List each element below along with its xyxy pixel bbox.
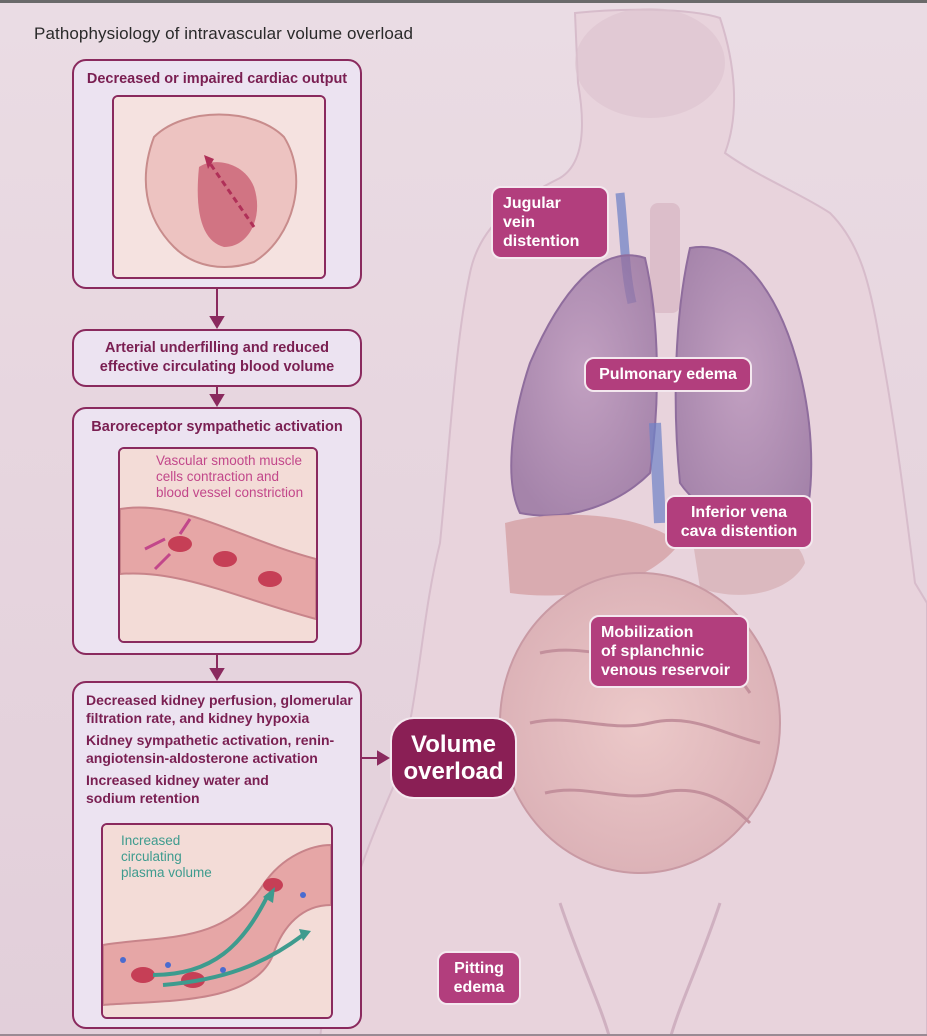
- label-pulmonary-edema: Pulmonary edema: [584, 357, 752, 392]
- panel-cardiac-output-label: Decreased or impaired cardiac output: [74, 70, 360, 89]
- panel-arterial-underfilling: Arterial underfilling and reduced effect…: [72, 329, 362, 387]
- kidney-text-1b: filtration rate, and kidney hypoxia: [86, 709, 353, 727]
- label-splanchnic-line-2: of splanchnic: [601, 642, 737, 661]
- vessel-annotation-line-3: blood vessel constriction: [156, 485, 303, 501]
- panel-arterial-underfilling-label-1: Arterial underfilling and reduced: [74, 339, 360, 358]
- label-splanchnic-line-3: venous reservoir: [601, 661, 737, 680]
- kidney-text-block-3: Increased kidney water and sodium retent…: [86, 771, 269, 807]
- kidney-text-1a: Decreased kidney perfusion, glomerular: [86, 691, 353, 709]
- plasma-annotation-line-3: plasma volume: [121, 865, 212, 881]
- heart-illustration: [112, 95, 326, 279]
- volume-overload-line-2: overload: [403, 758, 503, 785]
- vessel-constriction-illustration: Vascular smooth muscle cells contraction…: [118, 447, 318, 643]
- vessel-annotation-line-2: cells contraction and: [156, 469, 303, 485]
- label-splanchnic: Mobilization of splanchnic venous reserv…: [589, 615, 749, 688]
- kidney-text-2a: Kidney sympathetic activation, renin-: [86, 731, 334, 749]
- kidney-text-2b: angiotensin-aldosterone activation: [86, 749, 334, 767]
- label-splanchnic-line-1: Mobilization: [601, 623, 737, 642]
- label-pitting-line-1: Pitting: [449, 959, 509, 978]
- label-pulmonary-line: Pulmonary edema: [596, 365, 740, 384]
- plasma-annotation: Increased circulating plasma volume: [121, 833, 212, 881]
- vessel-annotation: Vascular smooth muscle cells contraction…: [156, 453, 303, 501]
- label-ivc-distention: Inferior vena cava distention: [665, 495, 813, 549]
- kidney-text-block-2: Kidney sympathetic activation, renin- an…: [86, 731, 334, 767]
- label-jugular-line-2: distention: [503, 232, 597, 251]
- volume-overload-box: Volume overload: [390, 717, 517, 799]
- label-pitting-line-2: edema: [449, 978, 509, 997]
- vessel-annotation-line-1: Vascular smooth muscle: [156, 453, 303, 469]
- kidney-text-3a: Increased kidney water and: [86, 771, 269, 789]
- panel-arterial-underfilling-label-2: effective circulating blood volume: [74, 358, 360, 377]
- panel-baroreceptor: Baroreceptor sympathetic activation Vasc…: [72, 407, 362, 655]
- plasma-volume-illustration: Increased circulating plasma volume: [101, 823, 333, 1019]
- panel-baroreceptor-label: Baroreceptor sympathetic activation: [74, 418, 360, 437]
- label-pitting-edema: Pitting edema: [437, 951, 521, 1005]
- label-jugular-line-1: Jugular vein: [503, 194, 597, 232]
- diagram-title: Pathophysiology of intravascular volume …: [34, 24, 413, 44]
- label-ivc-line-1: Inferior vena: [677, 503, 801, 522]
- label-jugular-vein-distention: Jugular vein distention: [491, 186, 609, 259]
- volume-overload-line-1: Volume: [403, 731, 503, 758]
- kidney-text-3b: sodium retention: [86, 789, 269, 807]
- panel-kidney: Decreased kidney perfusion, glomerular f…: [72, 681, 362, 1029]
- kidney-text-block-1: Decreased kidney perfusion, glomerular f…: [86, 691, 353, 727]
- plasma-annotation-line-2: circulating: [121, 849, 212, 865]
- plasma-annotation-line-1: Increased: [121, 833, 212, 849]
- label-ivc-line-2: cava distention: [677, 522, 801, 541]
- panel-cardiac-output: Decreased or impaired cardiac output: [72, 59, 362, 289]
